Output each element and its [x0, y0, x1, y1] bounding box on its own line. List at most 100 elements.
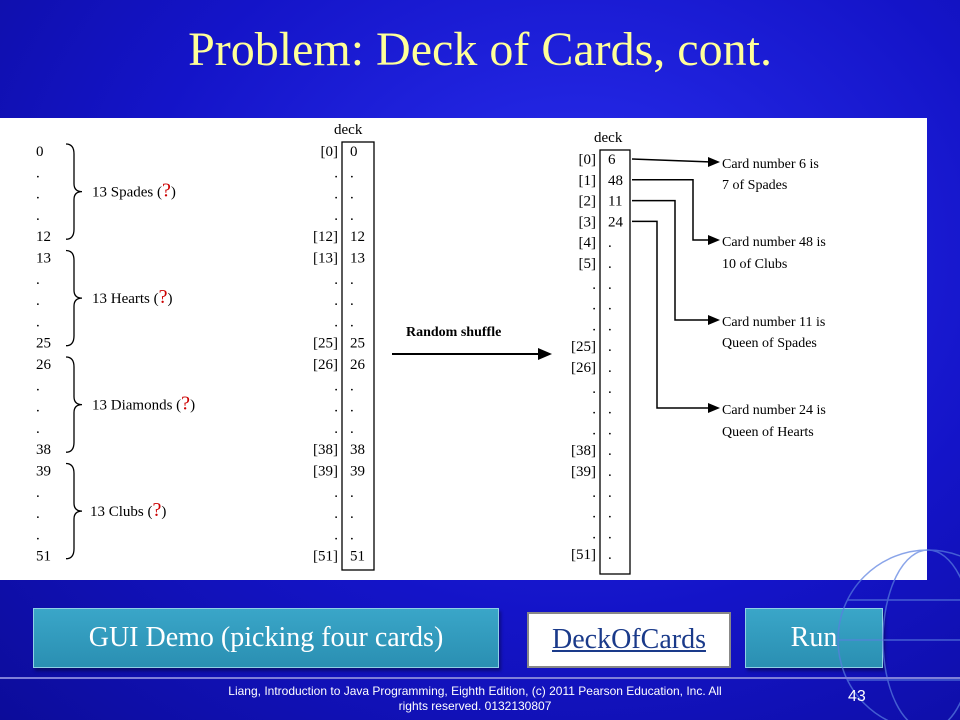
deck2-label: deck [594, 130, 623, 146]
deck2-index-label: . [592, 318, 596, 334]
deck2-index-label: [0] [579, 152, 597, 168]
deck2-value: . [608, 235, 612, 251]
left-index-label: . [36, 314, 40, 330]
deck2-value: . [608, 339, 612, 355]
deck1-value: . [350, 400, 354, 416]
left-index-label: . [36, 485, 40, 501]
deck2-index-label: . [592, 277, 596, 293]
shuffle-label: Random shuffle [406, 325, 501, 340]
deck1-value: . [350, 314, 354, 330]
left-index-label: . [36, 378, 40, 394]
left-index-label: . [36, 400, 40, 416]
footer-line-2: rights reserved. 0132130807 [398, 699, 552, 713]
deck2-value: . [608, 277, 612, 293]
deck1-index-label: . [334, 421, 338, 437]
slide-title: Problem: Deck of Cards, cont. [188, 23, 772, 76]
deck2-index-label: . [592, 298, 596, 314]
left-index-label: 0 [36, 144, 44, 160]
callout-line-2: 7 of Spades [722, 178, 787, 193]
deck1-index-label: . [334, 272, 338, 288]
deck1-value: . [350, 187, 354, 203]
group-label: 13 Hearts (?) [92, 286, 173, 308]
deck2-index-label: [4] [579, 235, 597, 251]
deck2-value: . [608, 402, 612, 418]
deck-of-cards-link[interactable]: DeckOfCards [527, 612, 731, 668]
deck1-index-label: . [334, 506, 338, 522]
deck1-index-label: [25] [313, 336, 338, 352]
deck1-index-label: [13] [313, 251, 338, 267]
callout-line-2: Queen of Spades [722, 336, 817, 351]
left-index-label: . [36, 208, 40, 224]
group-label: 13 Spades (?) [92, 180, 176, 202]
left-index-label: 38 [36, 442, 51, 458]
deck1-index-label: . [334, 293, 338, 309]
deck1-index-label: [26] [313, 357, 338, 373]
left-index-label: . [36, 165, 40, 181]
callout-line-1: Card number 48 is [722, 235, 826, 250]
callout-line-2: 10 of Clubs [722, 257, 787, 272]
deck2-value: . [608, 256, 612, 272]
left-index-label: . [36, 293, 40, 309]
deck1-index-label: [12] [313, 229, 338, 245]
deck2-value: . [608, 526, 612, 542]
deck1-index-label: [39] [313, 464, 338, 480]
callout-arrowhead [708, 315, 720, 325]
deck2-index-label: . [592, 485, 596, 501]
left-index-label: . [36, 187, 40, 203]
group-label: 13 Diamonds (?) [92, 393, 195, 415]
left-index-label: . [36, 506, 40, 522]
left-index-label: 13 [36, 251, 51, 267]
left-index-label: 51 [36, 549, 51, 565]
deck1-index-label: . [334, 187, 338, 203]
deck2-value: . [608, 464, 612, 480]
group-brace [65, 462, 83, 560]
deck2-index-label: . [592, 506, 596, 522]
deck2-index-label: [38] [571, 443, 596, 459]
footer-divider [0, 677, 960, 679]
deck2-value: 11 [608, 194, 622, 210]
deck2-index-label: [25] [571, 339, 596, 355]
deck1-value: . [350, 527, 354, 543]
deck2-index-label: [3] [579, 214, 597, 230]
deck2-value: . [608, 360, 612, 376]
callout-line-1: Card number 11 is [722, 315, 825, 330]
globe-icon [837, 549, 960, 720]
left-index-label: 26 [36, 357, 52, 373]
deck1-index-label: . [334, 485, 338, 501]
deck1-label: deck [334, 122, 363, 138]
deck1-value: . [350, 272, 354, 288]
left-index-label: . [36, 527, 40, 543]
deck2-index-label: [26] [571, 360, 596, 376]
deck2-index-label: [39] [571, 464, 596, 480]
deck1-index-label: . [334, 378, 338, 394]
deck2-value: . [608, 443, 612, 459]
group-brace [65, 143, 83, 240]
deck2-index-label: [5] [579, 256, 597, 272]
left-index-label: 25 [36, 336, 51, 352]
deck1-index-label: . [334, 165, 338, 181]
deck2-value: . [608, 485, 612, 501]
deck2-value: 6 [608, 152, 616, 168]
deck1-index-label: . [334, 314, 338, 330]
deck1-value: . [350, 165, 354, 181]
deck1-index-label: . [334, 208, 338, 224]
deck2-index-label: . [592, 381, 596, 397]
deck1-value: 12 [350, 229, 365, 245]
shuffle-arrowhead [538, 348, 552, 360]
deck1-index-label: . [334, 400, 338, 416]
deck1-value: . [350, 378, 354, 394]
deck2-index-label: [1] [579, 173, 597, 189]
deck2-value: 48 [608, 173, 623, 189]
gui-demo-button[interactable]: GUI Demo (picking four cards) [33, 608, 499, 668]
callout-arrowhead [708, 157, 720, 167]
group-label: 13 Clubs (?) [90, 499, 166, 521]
deck1-value: . [350, 485, 354, 501]
run-button[interactable]: Run [745, 608, 883, 668]
callout-connector [632, 220, 712, 409]
deck1-value: 26 [350, 357, 366, 373]
deck1-value: 38 [350, 442, 365, 458]
deck2-value: . [608, 318, 612, 334]
deck1-value: 39 [350, 464, 365, 480]
deck2-array-box [599, 149, 631, 575]
deck2-value: . [608, 547, 612, 563]
